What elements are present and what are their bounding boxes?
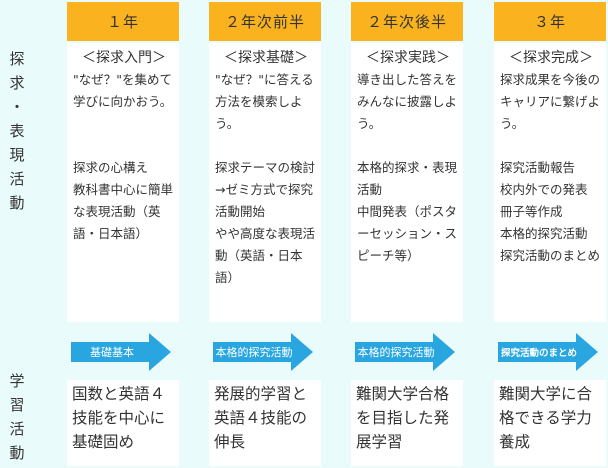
study-line: 技能を中心に [72, 409, 166, 427]
card-line: 教科書中心に簡単 [73, 182, 174, 197]
row-label-char: 動 [9, 194, 25, 212]
column-year-3: ３年 ＜探求完成＞ 探求成果を今後の キャリアに繋げよ う。 探究活動報告 校内… [494, 2, 606, 466]
row-label-inquiry: 探 求 ・ 表 現 活 動 [0, 48, 34, 214]
row-label-char: 表 [9, 122, 25, 140]
study-card: 国数と英語４ 技能を中心に 基礎固め [67, 380, 179, 466]
card-line: 方法を模索しよ [215, 94, 303, 109]
card-title: ＜探求完成＞ [509, 50, 593, 66]
card-line: ピーチ等） [357, 248, 420, 263]
column-heading: ３年 [494, 2, 606, 41]
study-line: 伸長 [214, 433, 246, 451]
card-line: →ゼミ方式で探究 [215, 182, 313, 197]
row-label-char: ・ [9, 98, 25, 116]
card-line: キャリアに繋げよ [500, 94, 601, 109]
arrow-label: 基礎基本 [90, 346, 134, 359]
study-line: 発展的学習と [214, 385, 308, 403]
card-line: 学びに向かおう。 [73, 94, 173, 109]
card-line: 冊子等作成 [500, 204, 563, 219]
study-line: 国数と英語４ [72, 385, 166, 403]
study-line: 難関大学に合 [499, 385, 593, 403]
study-card: 難関大学合格 を目指した発 展学習 [351, 380, 463, 466]
stage-arrow: 本格的探究活動 [213, 333, 313, 371]
card-line: 探究活動報告 [500, 160, 576, 175]
inquiry-card: ＜探求基礎＞ "なぜ？"に答える 方法を模索しよ う。 探求テーマの検討 →ゼミ… [209, 43, 321, 322]
study-line: 養成 [499, 433, 531, 451]
card-line: う。 [500, 116, 525, 131]
card-line: 活動開始 [215, 204, 266, 219]
column-heading: ２年次前半 [209, 2, 321, 41]
arrow-right-icon [355, 333, 455, 371]
card-line: 探求テーマの検討 [215, 160, 316, 175]
card-line: 活動 [357, 182, 383, 197]
stage-arrow: 探究活動のまとめ [498, 333, 598, 371]
card-line: な表現活動（英 [73, 204, 161, 219]
card-line: 導き出した答えを [357, 72, 458, 87]
card-line: みんなに披露しよ [357, 94, 458, 109]
card-line: 語） [215, 270, 241, 285]
row-label-char: 現 [9, 146, 25, 164]
inquiry-card: ＜探求入門＞ "なぜ？"を集めて 学びに向かおう。 探求の心構え 教科書中心に簡… [67, 43, 179, 322]
card-line: 中間発表（ポスタ [357, 204, 458, 219]
row-label-char: 活 [9, 420, 25, 438]
card-title: ＜探求実践＞ [366, 50, 450, 66]
column-year-1: １年 ＜探求入門＞ "なぜ？"を集めて 学びに向かおう。 探求の心構え 教科書中… [67, 2, 179, 466]
card-title: ＜探求入門＞ [82, 50, 166, 66]
study-line: 展学習 [356, 433, 403, 451]
row-label-char: 学 [9, 372, 25, 390]
card-line: "なぜ？"に答える [215, 72, 314, 87]
study-line: を目指した発 [356, 409, 450, 427]
card-line: う。 [215, 116, 240, 131]
card-line: 探求の心構え [73, 160, 149, 175]
card-line: ーセッション・ス [357, 226, 458, 241]
arrow-label: 探究活動のまとめ [500, 348, 577, 359]
arrow-label: 本格的探究活動 [215, 346, 293, 359]
row-label-char: 習 [9, 396, 25, 414]
card-line: "なぜ？"を集めて [73, 72, 172, 87]
card-line: やや高度な表現活 [215, 226, 316, 241]
stage-arrow: 基礎基本 [71, 333, 171, 371]
row-label-char: 動 [9, 444, 25, 462]
column-year-2-second-half: ２年次後半 ＜探求実践＞ 導き出した答えを みんなに披露しよ う。 本格的探求・… [351, 2, 463, 466]
stage-arrow: 本格的探究活動 [355, 333, 455, 371]
row-label-study: 学 習 活 動 [0, 370, 34, 464]
arrow-label: 本格的探究活動 [357, 346, 435, 359]
column-heading: １年 [67, 2, 179, 41]
row-label-char: 求 [9, 74, 25, 92]
row-label-char: 探 [9, 50, 25, 68]
card-line: う。 [357, 116, 382, 131]
study-line: 難関大学合格 [356, 385, 450, 403]
study-line: 英語４技能の [214, 409, 308, 427]
card-line: 動（英語・日本 [215, 248, 303, 263]
arrow-right-icon [71, 333, 171, 371]
card-line: 本格的探究活動 [500, 226, 588, 241]
column-heading: ２年次後半 [351, 2, 463, 41]
column-year-2-first-half: ２年次前半 ＜探求基礎＞ "なぜ？"に答える 方法を模索しよ う。 探求テーマの… [209, 2, 321, 466]
row-label-char: 活 [9, 170, 25, 188]
study-card: 発展的学習と 英語４技能の 伸長 [209, 380, 321, 466]
card-line: 探求成果を今後の [500, 72, 601, 87]
card-line: 本格的探求・表現 [357, 160, 458, 175]
inquiry-card: ＜探求実践＞ 導き出した答えを みんなに披露しよ う。 本格的探求・表現 活動 … [351, 43, 463, 322]
card-line: 探究活動のまとめ [500, 248, 601, 263]
study-line: 基礎固め [72, 433, 135, 451]
study-line: 格できる学力 [499, 409, 592, 427]
arrow-right-icon [498, 333, 598, 371]
study-card: 難関大学に合 格できる学力 養成 [494, 380, 606, 466]
inquiry-card: ＜探求完成＞ 探求成果を今後の キャリアに繋げよ う。 探究活動報告 校内外での… [494, 43, 606, 322]
card-title: ＜探求基礎＞ [224, 50, 308, 66]
card-line: 校内外での発表 [500, 182, 588, 197]
arrow-right-icon [213, 333, 313, 371]
card-line: 語・日本語） [73, 226, 149, 241]
